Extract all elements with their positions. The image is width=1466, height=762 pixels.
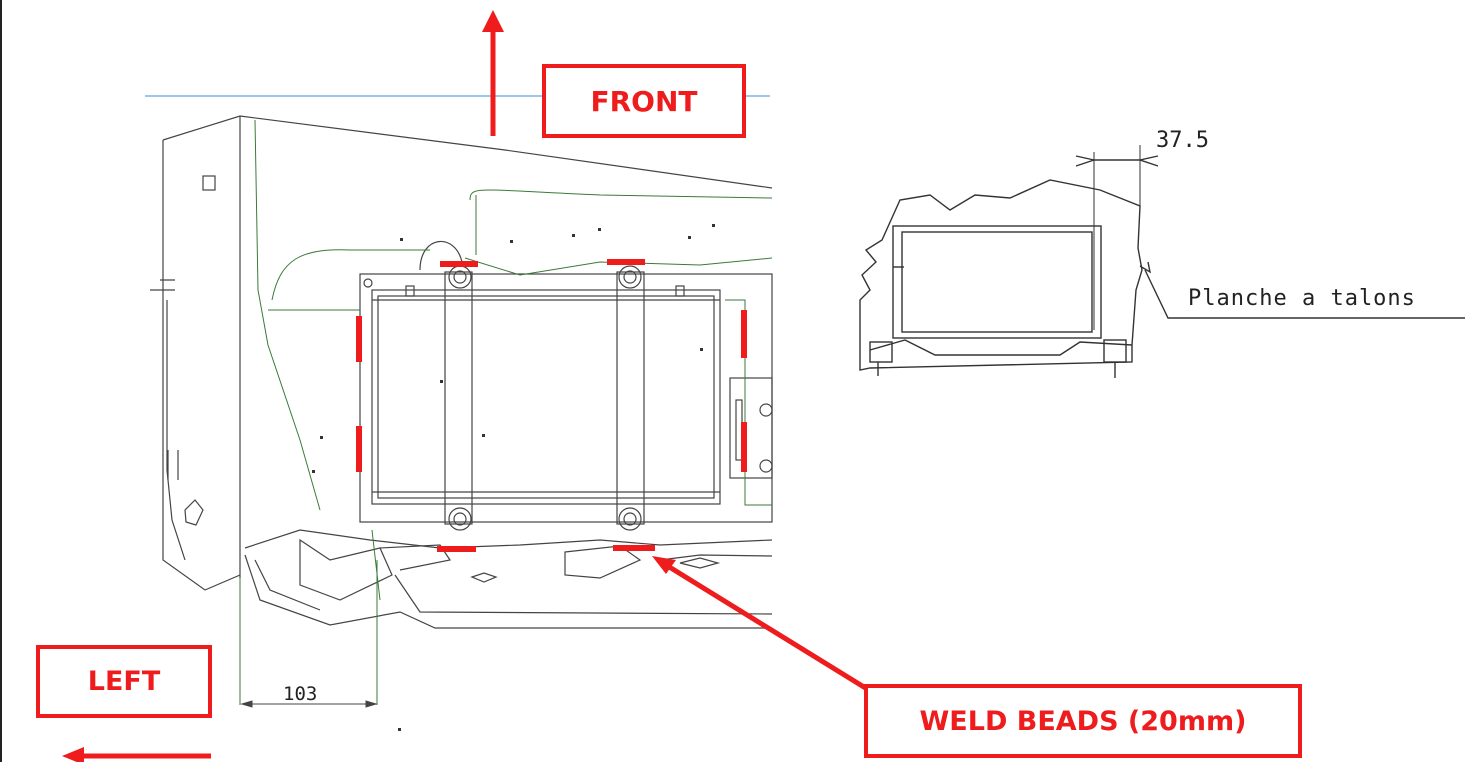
left-label: LEFT [87,666,161,697]
front-label: FRONT [590,84,698,118]
weld-bead-markers [356,259,747,552]
weld-leader-arrow [652,556,874,695]
dimension-37-5: 37.5 [1156,128,1209,153]
weld-beads-label: WELD BEADS (20mm) [919,705,1247,737]
weld-beads-label-box: WELD BEADS (20mm) [864,684,1302,758]
left-label-box: LEFT [36,645,212,718]
section-detail [859,145,1143,378]
left-arrow [62,747,211,762]
green-contours [239,119,773,705]
dimension-103-lines [240,700,378,708]
planche-leader [1139,261,1465,319]
vehicle-floor-plan [150,115,773,629]
dimension-375-arrows [1075,155,1159,167]
front-label-box: FRONT [542,64,746,138]
dimension-103: 103 [283,683,318,705]
heel-board-annotation: Planche a talons [1188,286,1416,311]
drawing-dots [312,224,715,731]
front-arrow [482,10,504,136]
